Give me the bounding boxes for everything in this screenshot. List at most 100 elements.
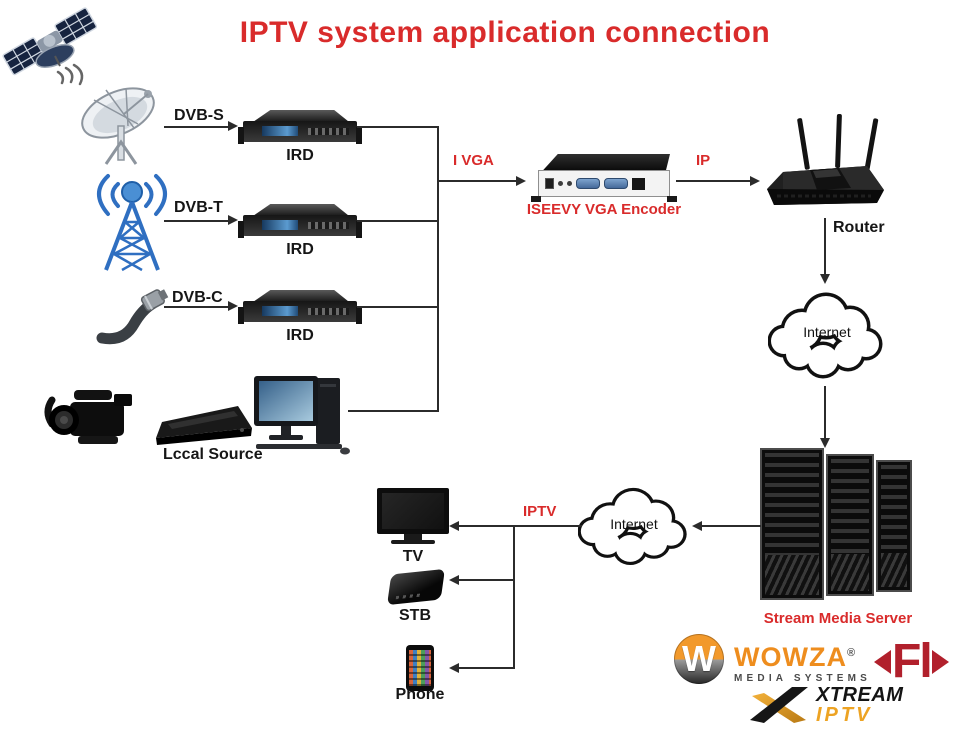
stb-arrowhead [449, 575, 459, 585]
wowza-logo-mark: W [674, 634, 724, 684]
satellite-dish-icon [81, 87, 155, 165]
dvb-t-line [164, 220, 230, 222]
endpoint-branch-line [513, 525, 515, 669]
server-rack-2 [826, 454, 874, 596]
server-label: Stream Media Server [763, 610, 913, 627]
ird-front-panel [243, 301, 357, 322]
wowza-subtitle: MEDIA SYSTEMS [734, 673, 872, 684]
dvb-t-label: DVB-T [174, 199, 223, 216]
encoder-to-router-arrowhead [750, 176, 760, 186]
ird1-to-bus-line [357, 126, 439, 128]
xtream-iptv-logo: XTREAM IPTV [748, 684, 903, 726]
server-rack-slats [765, 453, 819, 595]
wowza-wordmark: WOWZA® MEDIA SYSTEMS [734, 644, 872, 685]
left-arrow-icon [874, 650, 891, 674]
mounting-ear [531, 196, 541, 202]
audio-jack [567, 181, 572, 186]
ird-buttons [308, 128, 350, 135]
ird-buttons [308, 222, 350, 229]
encoder-front-panel [538, 170, 670, 197]
internet-cloud-icon [578, 487, 687, 566]
ird-top-face [254, 290, 348, 301]
encoder-top-face [543, 154, 670, 170]
stb-line [458, 579, 515, 581]
usb-port [545, 178, 554, 189]
xtream-line1: XTREAM [816, 684, 904, 706]
cloud-to-server-line [824, 386, 826, 440]
ird-buttons [308, 308, 350, 315]
ethernet-port [632, 177, 645, 190]
wowza-w: W [682, 638, 716, 679]
encoder-label: ISEEVY VGA Encoder [526, 201, 682, 218]
ird-device-2 [238, 204, 362, 239]
ird-front-panel [243, 121, 357, 142]
dvb-c-label: DVB-C [172, 289, 223, 306]
ird-lcd-display [262, 126, 298, 136]
xtream-line2: IPTV [816, 704, 873, 726]
router-label: Router [833, 219, 885, 236]
ird-label-1: IRD [286, 147, 314, 164]
internet-cloud-label: Internet [803, 324, 851, 340]
right-arrow-icon [931, 650, 949, 674]
ird-top-face [254, 110, 348, 121]
satellite-icon [2, 7, 98, 86]
tv-label: TV [402, 548, 424, 565]
phone-screen [409, 650, 431, 686]
page-title: IPTV system application connection [239, 16, 771, 49]
ird-lcd-display [262, 306, 298, 316]
phone-icon [406, 645, 434, 691]
ird-label-2: IRD [286, 241, 314, 258]
dvb-c-line [164, 306, 230, 308]
dvb-s-arrowhead [228, 121, 238, 131]
audio-jack [558, 181, 563, 186]
video-camera-icon [44, 390, 132, 444]
router-to-cloud-arrowhead [820, 274, 830, 284]
stb-label: STB [399, 607, 431, 624]
router-to-cloud-line [824, 218, 826, 276]
collector-bus-line [437, 126, 439, 412]
cloud2-to-tv-line [458, 525, 582, 527]
iptv-signal-label: IPTV [523, 503, 557, 520]
dvb-t-arrowhead [228, 215, 238, 225]
desktop-computer-icon [254, 376, 350, 455]
coax-cable-icon [96, 289, 169, 345]
xtream-wordmark: XTREAM IPTV [816, 685, 903, 725]
xtream-x-icon [750, 687, 808, 723]
server-rack-1 [760, 448, 824, 600]
server-rack-3 [876, 460, 912, 592]
rack-ear [356, 127, 362, 144]
dvb-s-label: DVB-S [174, 107, 224, 124]
server-rack-slats [831, 459, 869, 591]
wowza-logo: W WOWZA® MEDIA SYSTEMS [674, 634, 871, 684]
stream-media-server [760, 448, 915, 604]
ird-label-3: IRD [286, 327, 314, 344]
ird-top-face [254, 204, 348, 215]
flussonic-logo: Fl [874, 638, 949, 686]
rack-ear [238, 127, 244, 144]
vga-signal-label: I VGA [453, 152, 494, 169]
ird-lcd-display [262, 220, 298, 230]
ird-device-3 [238, 290, 362, 325]
flussonic-text: Fl [892, 635, 933, 688]
server-to-cloud2-line [701, 525, 761, 527]
vga-encoder-device [531, 154, 677, 202]
rack-ear [356, 221, 362, 238]
local-source-label: Lccal Source [163, 446, 263, 463]
rack-ear [356, 307, 362, 324]
tv-arrowhead [449, 521, 459, 531]
phone-arrowhead [449, 663, 459, 673]
vga-port [576, 178, 600, 189]
dvd-player-icon [156, 406, 252, 445]
phone-label: Phone [395, 686, 445, 703]
encoder-to-router-line [676, 180, 752, 182]
dvb-s-line [164, 126, 230, 128]
rack-ear [238, 221, 244, 238]
ird3-to-bus-line [357, 306, 439, 308]
bus-to-encoder-line [438, 180, 518, 182]
ird-front-panel [243, 215, 357, 236]
mounting-ear [667, 196, 677, 202]
tv-base [391, 540, 435, 544]
rack-ear [238, 307, 244, 324]
ip-signal-label: IP [696, 152, 711, 169]
